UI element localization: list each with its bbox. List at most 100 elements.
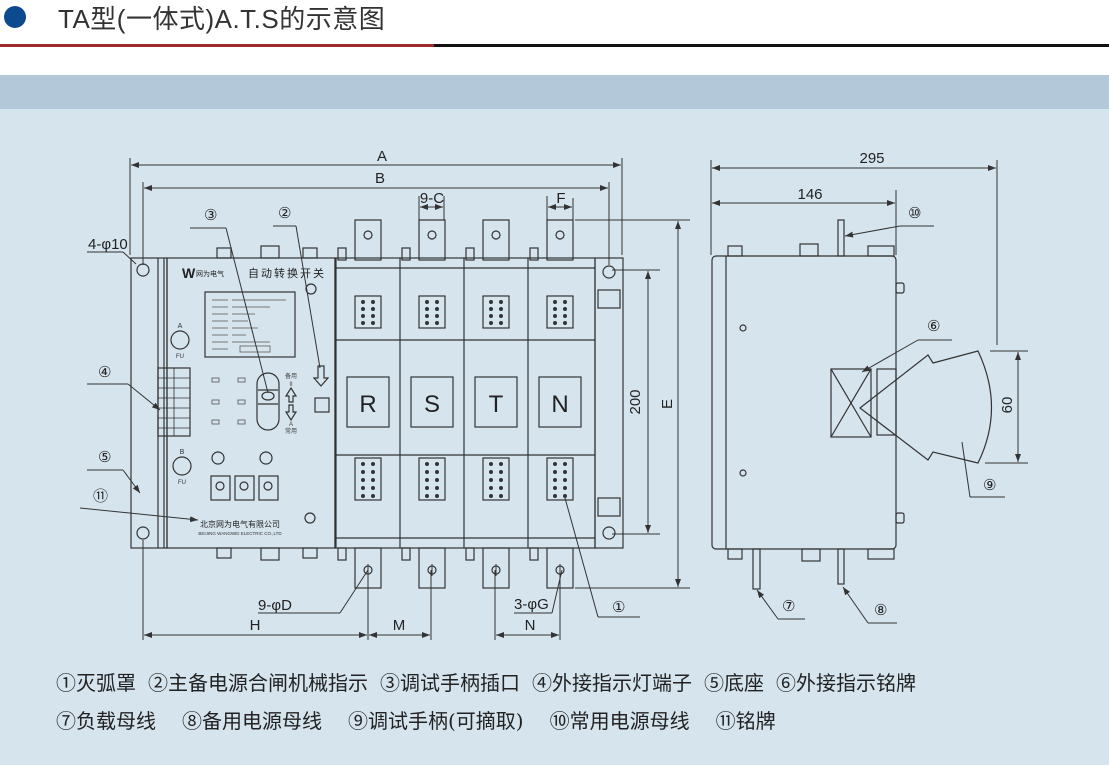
company-name-cn: 北京网为电气有限公司 bbox=[200, 519, 280, 529]
side-view: 295 146 60 ⑥ ⑩ bbox=[710, 150, 1028, 624]
vent-hole bbox=[371, 321, 375, 325]
phase-label-t: T bbox=[489, 391, 504, 418]
vent-hole bbox=[361, 314, 365, 318]
dim-200-label: 200 bbox=[627, 389, 644, 414]
vent-hole bbox=[563, 462, 567, 466]
panel-button-2[interactable] bbox=[234, 475, 255, 501]
position-a-label: A bbox=[289, 422, 293, 428]
vent-hole bbox=[499, 300, 503, 304]
legend-item: ⑪铭牌 bbox=[715, 709, 776, 733]
dim-295-label: 295 bbox=[859, 150, 884, 167]
vent-hole bbox=[563, 470, 567, 474]
mechanical-indicator-window bbox=[314, 397, 330, 413]
leader bbox=[339, 569, 369, 614]
brand-logo-text: 网为电气 bbox=[196, 269, 224, 278]
dim-m-label: M bbox=[393, 617, 406, 634]
handle-socket-eye bbox=[261, 391, 275, 401]
arrow-down-icon bbox=[284, 404, 298, 422]
vent-hole bbox=[361, 462, 365, 466]
page-title: TA型(一体式)A.T.S的示意图 bbox=[58, 4, 386, 34]
vent-hole bbox=[489, 300, 493, 304]
right-bracket bbox=[597, 497, 621, 517]
debug-handle[interactable] bbox=[859, 350, 992, 464]
vent-hole bbox=[361, 494, 365, 498]
vent-hole bbox=[425, 470, 429, 474]
busbar-hole bbox=[427, 230, 437, 240]
panel-button-3[interactable] bbox=[258, 475, 279, 501]
vent-hole bbox=[361, 321, 365, 325]
top-busbar bbox=[418, 219, 446, 261]
legend-item: ①灭弧罩 bbox=[56, 671, 136, 695]
dim-n-label: N bbox=[525, 617, 536, 634]
vent-hole bbox=[499, 314, 503, 318]
callout-2: ② bbox=[278, 204, 291, 222]
title-underline bbox=[434, 44, 1109, 47]
fuse-a-fu: FU bbox=[176, 354, 184, 360]
pole-tab bbox=[337, 247, 347, 261]
fuse-b-label: B bbox=[180, 449, 185, 456]
callout-8: ⑧ bbox=[874, 601, 887, 619]
vent-hole bbox=[489, 321, 493, 325]
top-terminal bbox=[302, 247, 318, 259]
vent-hole bbox=[435, 314, 439, 318]
fuse-a[interactable] bbox=[170, 330, 190, 350]
product-name: 自动转换开关 bbox=[248, 266, 326, 280]
company-name-en: BEIJING WANGWEI ELECTRIC CO.,LTD bbox=[198, 531, 282, 536]
dim-146-label: 146 bbox=[797, 186, 822, 203]
dim-f-label: F bbox=[556, 190, 565, 207]
position-ii-label: II bbox=[289, 382, 293, 388]
callout-6: ⑥ bbox=[927, 317, 940, 335]
callout-5: ⑤ bbox=[98, 448, 111, 466]
leader bbox=[79, 507, 199, 523]
pole-tab bbox=[465, 247, 475, 261]
legend-item: ②主备电源合闸机械指示 bbox=[148, 671, 368, 695]
control-panel bbox=[166, 257, 336, 549]
top-terminal bbox=[216, 247, 232, 259]
pole-tab bbox=[401, 547, 411, 561]
legend-item: ⑩常用电源母线 bbox=[549, 709, 690, 733]
vent-hole bbox=[563, 321, 567, 325]
dim-c-label: 9-C bbox=[420, 190, 444, 207]
vent-hole bbox=[553, 300, 557, 304]
selector-knob-left[interactable] bbox=[211, 451, 225, 465]
common-label: 常用 bbox=[285, 427, 297, 435]
bottom-terminal bbox=[260, 547, 280, 561]
vent-hole bbox=[425, 494, 429, 498]
leader bbox=[295, 225, 321, 369]
vent-hole bbox=[489, 494, 493, 498]
top-terminal bbox=[260, 245, 280, 259]
vent-hole bbox=[499, 321, 503, 325]
vent-hole bbox=[371, 300, 375, 304]
bottom-terminal bbox=[216, 547, 232, 559]
indicator-lamps bbox=[211, 377, 246, 425]
vent-hole bbox=[489, 307, 493, 311]
vent-hole bbox=[371, 307, 375, 311]
fuse-b[interactable] bbox=[172, 456, 192, 476]
bottom-busbar bbox=[418, 547, 446, 589]
selector-knob-right[interactable] bbox=[259, 451, 273, 465]
vent-hole bbox=[361, 470, 365, 474]
debug-handle-socket[interactable] bbox=[256, 372, 280, 431]
callout-3: ③ bbox=[204, 206, 217, 224]
legend-item: ⑨调试手柄(可摘取) bbox=[348, 709, 524, 733]
vent-hole bbox=[489, 462, 493, 466]
panel-button-1[interactable] bbox=[210, 475, 231, 501]
callout-11: ⑪ bbox=[93, 487, 108, 505]
front-view: A B 9-C F W 网为电气 自动转换开关 bbox=[79, 148, 690, 640]
arc-chute-bottom bbox=[418, 457, 446, 501]
side-screw bbox=[739, 469, 747, 477]
vent-hole bbox=[425, 300, 429, 304]
dim-h-label: H bbox=[250, 617, 261, 634]
top-nut bbox=[799, 243, 819, 257]
button-1-face bbox=[215, 481, 225, 491]
leader bbox=[551, 569, 563, 614]
legend-item: ③调试手柄插口 bbox=[380, 671, 520, 695]
legend-item: ⑥外接指示铭牌 bbox=[776, 671, 916, 695]
leader bbox=[961, 441, 971, 498]
bullet-icon bbox=[4, 6, 26, 28]
fuse-a-label: A bbox=[178, 323, 183, 330]
external-nameplate bbox=[830, 368, 872, 438]
vent-hole bbox=[499, 478, 503, 482]
